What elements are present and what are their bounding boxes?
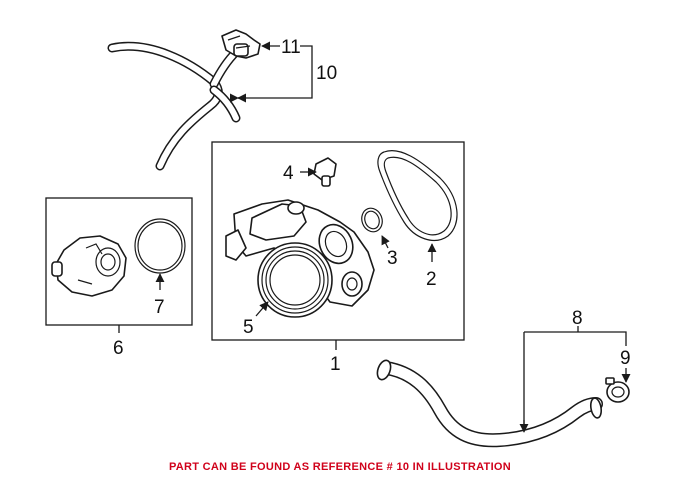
callout-2: 2 bbox=[426, 269, 437, 290]
callout-11: 11 bbox=[281, 37, 301, 58]
callout-8: 8 bbox=[572, 308, 583, 329]
reference-note: PART CAN BE FOUND AS REFERENCE # 10 IN I… bbox=[168, 461, 512, 473]
thermostat-housing bbox=[51, 235, 127, 297]
upper-hose bbox=[107, 41, 241, 171]
callout-7: 7 bbox=[154, 297, 165, 318]
pump-gasket bbox=[377, 150, 458, 241]
lower-hose bbox=[376, 359, 603, 448]
callout-1: 1 bbox=[330, 354, 341, 375]
callout-10: 10 bbox=[316, 63, 337, 84]
callout-3: 3 bbox=[387, 248, 398, 269]
water-pump-box bbox=[211, 141, 465, 341]
bleed-screw bbox=[313, 157, 337, 187]
callout-5: 5 bbox=[243, 317, 254, 338]
callout-4: 4 bbox=[283, 163, 294, 184]
hose-connector bbox=[221, 29, 261, 59]
hose-clamp bbox=[605, 377, 630, 403]
callout-9: 9 bbox=[620, 348, 631, 369]
water-pump bbox=[225, 199, 375, 318]
callout-6: 6 bbox=[113, 338, 124, 359]
thermostat-seal bbox=[134, 218, 186, 274]
o-ring bbox=[361, 207, 383, 233]
